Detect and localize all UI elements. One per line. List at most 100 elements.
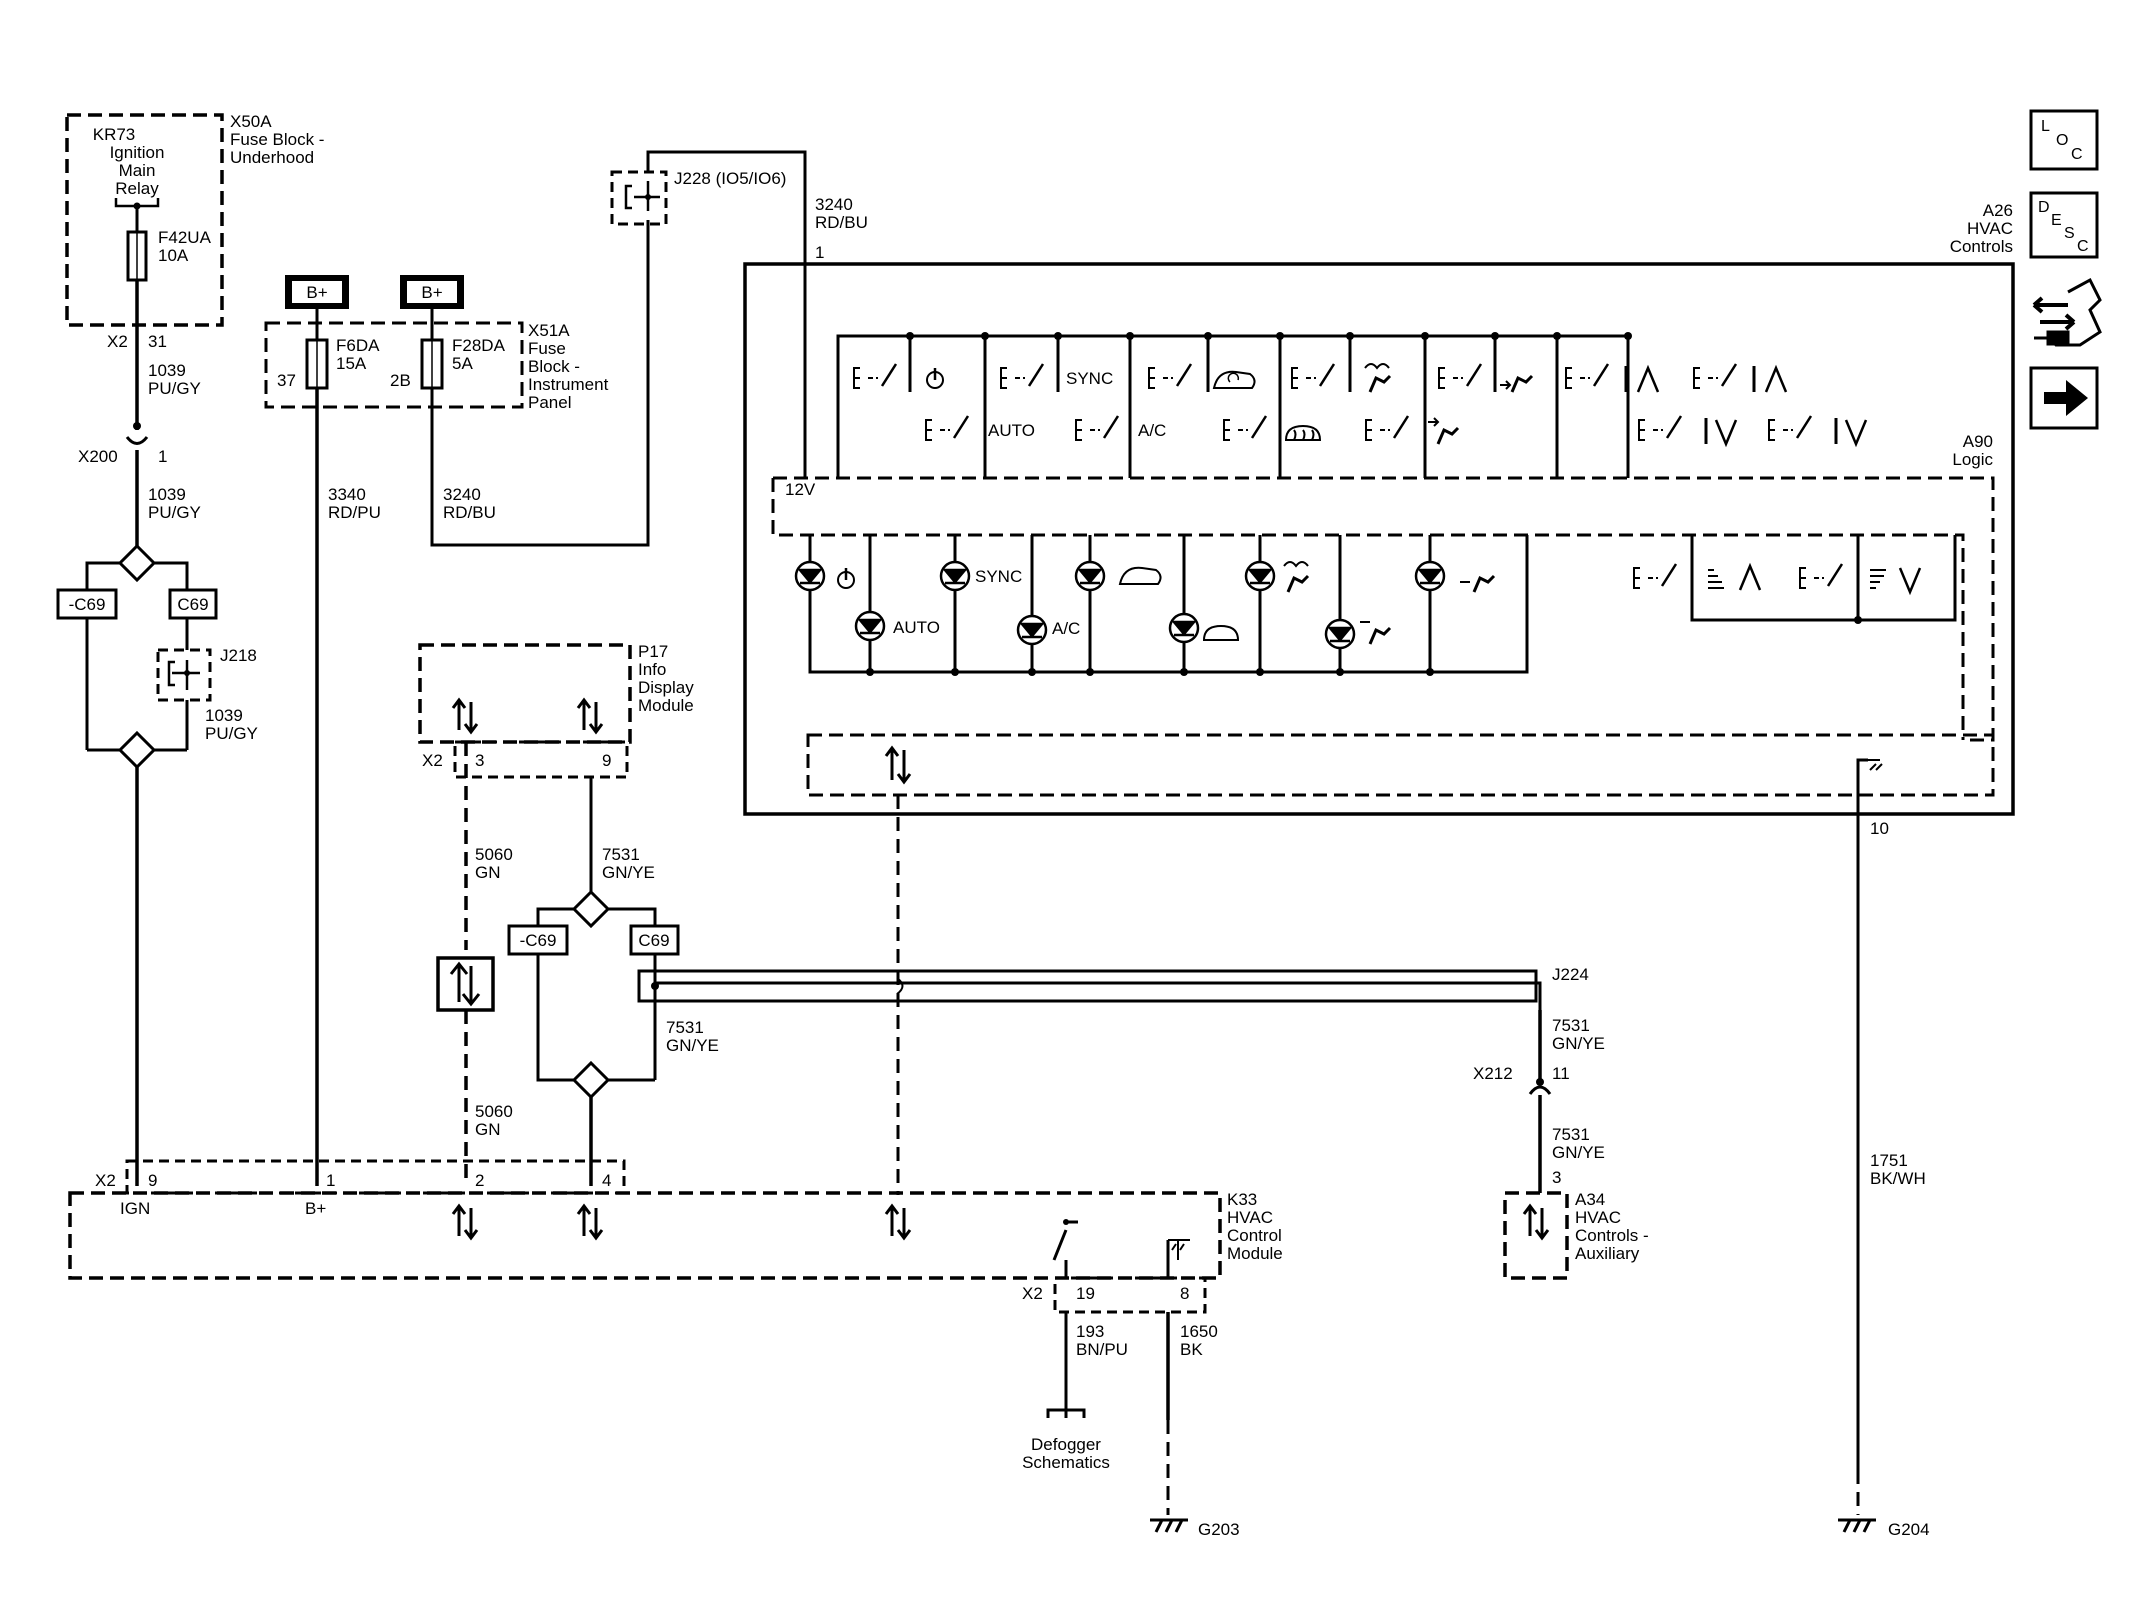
a34-line4: Auxiliary: [1575, 1244, 1640, 1263]
kr73-line4: Relay: [115, 179, 159, 198]
led-ac-label: A/C: [1052, 619, 1080, 638]
x2-connector-label: X2: [107, 332, 128, 351]
desc-button[interactable]: D E S C: [2029, 191, 2099, 259]
wire-5060-b-color: GN: [475, 1120, 501, 1139]
p17-line2: Info: [638, 660, 666, 679]
wire-7531-a-color: GN/YE: [602, 863, 655, 882]
wire-1039-c-num: 1039: [205, 706, 243, 725]
f28da-rating: 5A: [452, 354, 473, 373]
x51a-line4: Instrument: [528, 375, 609, 394]
wire-5060-b-num: 5060: [475, 1102, 513, 1121]
p17-comm-arrows-icon-2: [576, 697, 604, 735]
x200-pin: 1: [158, 447, 167, 466]
g204-label: G204: [1888, 1520, 1930, 1539]
f6da-label: F6DA: [336, 336, 380, 355]
loc-letter-o: O: [2056, 132, 2068, 149]
sync-switch-label: SYNC: [1066, 369, 1113, 388]
x50a-line2: Fuse Block -: [230, 130, 324, 149]
k33-comm-arrows-icon-3: [884, 1203, 912, 1241]
comm-arrows-icon: [884, 745, 912, 785]
loc-letter-l: L: [2041, 118, 2050, 135]
j228-label: J228 (IO5/IO6): [674, 169, 786, 188]
wire-3240-a-num: 3240: [443, 485, 481, 504]
f6da-rating: 15A: [336, 354, 367, 373]
12v-label: 12V: [785, 480, 816, 499]
airflow-panel-icon: [1428, 417, 1460, 445]
desc-letter-e: E: [2051, 212, 2062, 229]
temp-up-icon-2: [1752, 364, 1788, 393]
desc-letter-d: D: [2038, 199, 2050, 216]
led-power-icon: [837, 568, 855, 589]
x50a-title: X50A: [230, 112, 272, 131]
c69-pos-label: C69: [177, 595, 208, 614]
k33-line3: Control: [1227, 1226, 1282, 1245]
next-page-button[interactable]: [2029, 366, 2099, 430]
defogger-link-label-2[interactable]: Schematics: [1022, 1453, 1110, 1472]
x212-label: X212: [1473, 1064, 1513, 1083]
rear-defrost-icon: [1284, 424, 1322, 441]
x200-label: X200: [78, 447, 118, 466]
defogger-link-label[interactable]: Defogger: [1031, 1435, 1101, 1454]
k33-comm-arrows-icon-1: [451, 1203, 479, 1241]
p17-info-display-module: P17 Info Display Module X2 3 9 5060 GN 5…: [418, 642, 719, 1186]
airflow-floor-icon: [1500, 374, 1534, 393]
wire-1039-b-num: 1039: [148, 485, 186, 504]
x50a-line3: Underhood: [230, 148, 314, 167]
wire-1039-a-color: PU/GY: [148, 379, 201, 398]
f28da-label: F28DA: [452, 336, 506, 355]
x51a-title: X51A: [528, 321, 570, 340]
ground-g204-circuit: 1751 BK/WH G204: [1838, 1151, 1930, 1539]
c69-b-pos-label: C69: [638, 931, 669, 950]
switch-array: SYNC AUTO A/C: [836, 332, 1868, 478]
fan-switch-array: [1632, 535, 1957, 624]
loc-button[interactable]: L O C: [2029, 109, 2099, 171]
a34-line3: Controls -: [1575, 1226, 1649, 1245]
wire-1650-num: 1650: [1180, 1322, 1218, 1341]
a26-pin-1: 1: [815, 243, 824, 262]
wire-7531-b-color: GN/YE: [666, 1036, 719, 1055]
a26-title: A26: [1983, 201, 2013, 220]
j218-label: J218: [220, 646, 257, 665]
bplus-box-2-label: B+: [421, 283, 442, 302]
wire-7531-d-color: GN/YE: [1552, 1143, 1605, 1162]
wire-193-color: BN/PU: [1076, 1340, 1128, 1359]
wire-3240-b-color: RD/BU: [815, 213, 868, 232]
a34-pin-3: 3: [1552, 1168, 1561, 1187]
led-airflow-floor-icon: [1460, 574, 1496, 593]
x51a-line3: Block -: [528, 357, 580, 376]
k33-line4: Module: [1227, 1244, 1283, 1263]
wire-1039-c-color: PU/GY: [205, 724, 258, 743]
auto-switch-label: AUTO: [988, 421, 1035, 440]
k33-pin-8: 8: [1180, 1284, 1189, 1303]
wire-5060-a-color: GN: [475, 863, 501, 882]
loc-letter-c: C: [2071, 146, 2083, 163]
next-page-arrow-icon: [2044, 380, 2088, 416]
indicator-led-array: AUTO SYNC A/C: [794, 535, 1529, 676]
kr73-line3: Main: [119, 161, 156, 180]
wire-1751-color: BK/WH: [1870, 1169, 1926, 1188]
j224-label: J224: [1552, 965, 1589, 984]
k33-line2: HVAC: [1227, 1208, 1273, 1227]
k33-pin-1: 1: [326, 1171, 335, 1190]
wire-7531-b-num: 7531: [666, 1018, 704, 1037]
j228-splice: J228 (IO5/IO6) 3240 RD/BU 1: [610, 150, 868, 265]
ground-g203-icon: [1150, 1518, 1188, 1533]
connector-view-icon[interactable]: [2032, 277, 2102, 347]
k33-pin-4: 4: [602, 1171, 611, 1190]
a26-line2: HVAC: [1967, 219, 2013, 238]
wire-1650-color: BK: [1180, 1340, 1203, 1359]
k33-pin-2: 2: [475, 1171, 484, 1190]
pin-2b: 2B: [390, 371, 411, 390]
wire-7531-c-num: 7531: [1552, 1016, 1590, 1035]
p17-line3: Display: [638, 678, 694, 697]
led-recirculation-icon: [1118, 566, 1162, 585]
wire-3340-color: RD/PU: [328, 503, 381, 522]
j224-splice-pack: J224 7531 GN/YE X212 11 7531 GN/YE 3: [637, 965, 1605, 1193]
wire-3240-a-color: RD/BU: [443, 503, 496, 522]
ac-switch-label: A/C: [1138, 421, 1166, 440]
ground-symbol-icon: [1868, 759, 1883, 771]
a90-title: A90: [1963, 432, 1993, 451]
a26-pin-10: 10: [1870, 819, 1889, 838]
